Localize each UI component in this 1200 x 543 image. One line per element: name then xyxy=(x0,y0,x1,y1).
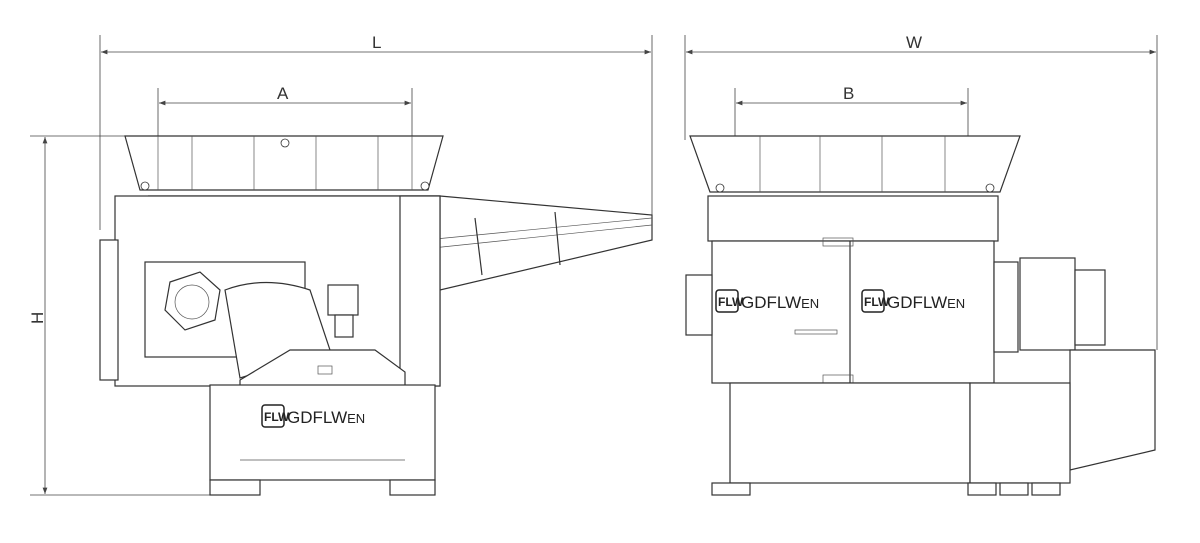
dimension-label-W: W xyxy=(906,33,922,52)
dimension-W: W xyxy=(684,33,1158,350)
front-view xyxy=(685,135,1156,496)
brand-logo: FLW GDFLWEN xyxy=(861,289,965,313)
brand-logo: FLW GDFLWEN xyxy=(715,289,819,313)
brand-logo: FLW GDFLWEN xyxy=(261,404,365,428)
svg-text:FLW: FLW xyxy=(864,295,890,309)
dimension-label-B: B xyxy=(843,84,854,103)
svg-text:GDFLWEN: GDFLWEN xyxy=(287,408,365,427)
dimension-L: L xyxy=(99,33,653,230)
side-view xyxy=(99,135,653,496)
dimension-H: H xyxy=(28,135,210,496)
svg-text:FLW: FLW xyxy=(718,295,744,309)
dimension-label-A: A xyxy=(277,84,289,103)
svg-text:FLW: FLW xyxy=(264,410,290,424)
dimension-label-H: H xyxy=(28,312,47,324)
svg-text:GDFLWEN: GDFLWEN xyxy=(887,293,965,312)
dimension-label-L: L xyxy=(372,33,381,52)
svg-text:GDFLWEN: GDFLWEN xyxy=(741,293,819,312)
